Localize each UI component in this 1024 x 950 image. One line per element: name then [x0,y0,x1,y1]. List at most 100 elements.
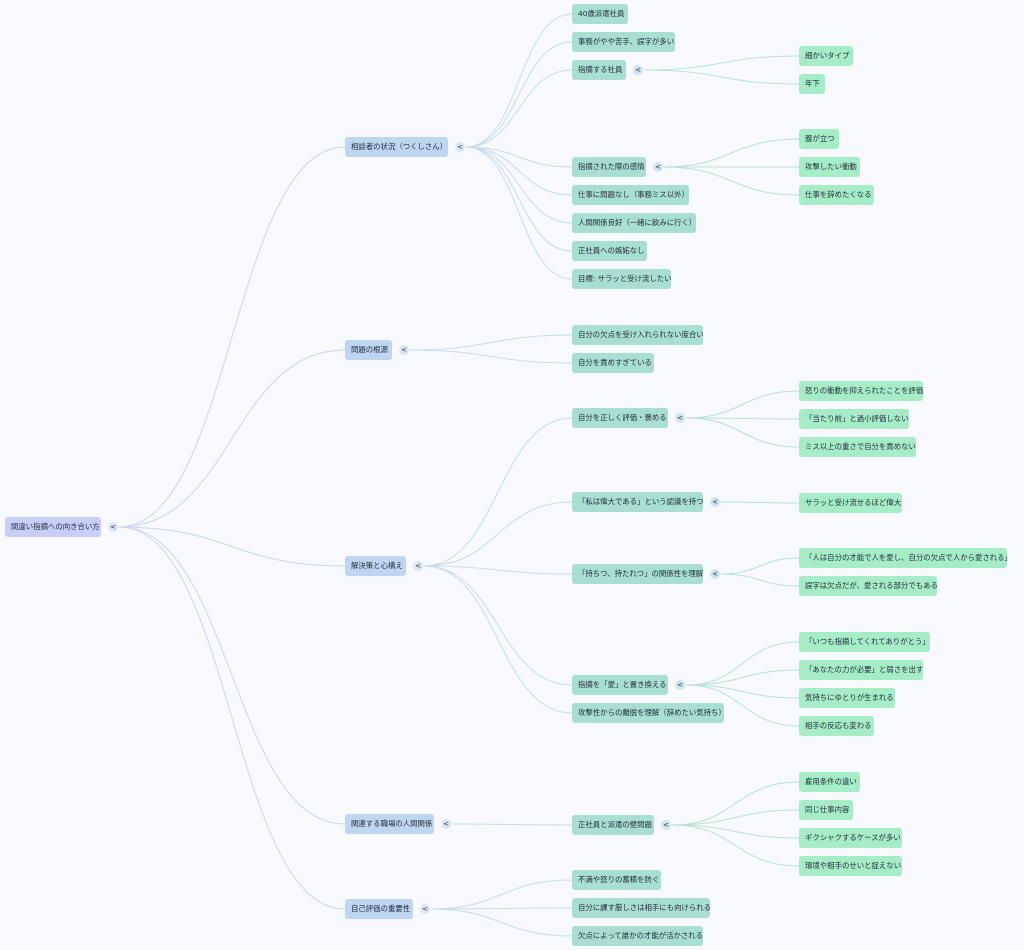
mindmap-node-4-1: 自分に課す厳しさは相手にも向けられる [572,898,711,918]
connector-3-0-to-3-0-0 [671,781,800,826]
mindmap-node-0-5: 人間関係良好（一緒に飲みに行く） [572,213,696,233]
collapse-toggle-root[interactable]: < [108,522,118,532]
mindmap-node-0-4: 仕事に問題なし（事務ミス以外） [572,185,689,205]
connector-0-to-0-7 [465,146,573,280]
connector-4-to-4-0 [430,879,573,910]
connector-2-0-to-2-0-0 [685,390,800,419]
mindmap-node-2-0-2: ミス以上の重さで自分を責めない [799,437,916,457]
connector-3-to-3-0 [451,823,573,826]
connector-root-to-3 [118,526,346,825]
mindmap-node-2-3: 指摘を「愛」と置き換える [572,675,668,695]
connector-2-3-to-2-3-0 [685,641,800,686]
connector-0-to-0-6 [465,146,573,252]
connector-2-to-2-4 [423,565,573,714]
connector-0-to-0-4 [465,146,573,196]
collapse-toggle-2[interactable]: < [413,561,423,571]
mindmap-root-node: 間違い指摘への向き合い方 [5,517,101,537]
mindmap-node-0-7: 目標: サラッと受け流したい [572,269,672,289]
connector-root-to-0 [118,146,346,528]
mindmap-node-3-0-0: 雇用条件の違い [799,772,860,792]
connector-4-to-4-2 [430,908,573,937]
mindmap-node-3: 関連する職場の人間関係 [345,814,434,834]
connector-0-2-to-0-2-1 [643,69,800,85]
connector-root-to-2 [118,526,346,567]
connector-2-to-2-1 [423,501,573,567]
mindmap-node-2-3-2: 気持ちにゆとりが生まれる [799,688,895,708]
connector-2-0-to-2-0-1 [685,417,800,420]
mindmap-node-0-3: 指摘された際の感情 [572,157,646,177]
mindmap-node-2-0: 自分を正しく評価・褒める [572,408,668,428]
collapse-toggle-2-3[interactable]: < [675,680,685,690]
mindmap-node-0-2: 指摘する社員 [572,60,626,80]
mindmap-node-2-2-0: 「人は自分の才能で人を愛し、自分の欠点で人から愛される」 [799,548,1012,568]
connector-2-to-2-0 [423,417,573,567]
connector-0-to-0-0 [465,13,573,148]
connector-0-3-to-0-3-0 [663,138,800,168]
mindmap-node-3-0-1: 同じ仕事内容 [799,800,853,820]
mindmap-node-0-0: 40歳派遣社員 [572,4,628,24]
connector-4-to-4-1 [430,907,573,910]
connector-2-3-to-2-3-2 [685,684,800,699]
connector-1-to-1-1 [409,349,573,364]
mindmap-node-2-2-1: 誤字は欠点だが、愛される部分でもある [799,576,938,596]
mindmap-node-0-3-1: 攻撃したい衝動 [799,157,860,177]
collapse-toggle-2-2[interactable]: < [710,569,720,579]
mindmap-node-0-2-1: 年下 [799,74,825,94]
mindmap-node-1-0: 自分の欠点を受け入れられない度合い [572,325,704,345]
connector-2-3-to-2-3-1 [685,669,800,686]
mindmap-node-2-4: 攻撃性からの離脱を理解（辞めたい気持ち） [572,703,726,723]
collapse-toggle-0-3[interactable]: < [653,162,663,172]
connector-2-1-to-2-1-0 [720,501,800,504]
collapse-toggle-2-1[interactable]: < [710,497,720,507]
mindmap-node-0-6: 正社員への嫉妬なし [572,241,647,261]
connector-3-0-to-3-0-1 [671,809,800,826]
connector-2-to-2-2 [423,565,573,575]
connector-0-2-to-0-2-0 [643,55,800,71]
connector-2-3-to-2-3-3 [685,684,800,727]
mindmap-node-4-2: 欠点によって誰かの才能が活かされる [572,926,703,946]
connector-3-0-to-3-0-3 [671,824,800,867]
connector-root-to-4 [118,526,346,910]
collapse-toggle-0-2[interactable]: < [633,65,643,75]
mindmap-node-2-3-1: 「あなたの力が必要」と弱さを出す [799,660,923,680]
connector-2-to-2-3 [423,565,573,686]
mindmap-node-2-1: 「私は偉大である」という認識を持つ [572,492,704,512]
mindmap-node-2-0-1: 「当たり前」と過小評価しない [799,409,909,429]
connector-0-to-0-1 [465,41,573,148]
mindmap-node-0: 相談者の状況（つくしさん） [345,137,448,157]
connector-root-to-1 [118,349,346,528]
mindmap-node-0-3-2: 仕事を辞めたくなる [799,185,874,205]
connector-3-0-to-3-0-2 [671,824,800,839]
mindmap-node-4-0: 不満や怒りの蓄積を防ぐ [572,870,661,890]
mindmap-node-0-2-0: 細かいタイプ [799,46,853,66]
mindmap-node-3-0-2: ギクシャクするケースが多い [799,828,902,848]
connector-0-to-0-3 [465,146,573,168]
mindmap-node-1-1: 自分を責めすぎている [572,353,654,373]
mindmap-node-0-1: 事務がやや苦手、誤字が多い [572,32,675,52]
mindmap-node-2: 解決策と心構え [345,556,406,576]
mindmap-node-2-1-0: サラッと受け流せるほど偉大 [799,493,902,513]
collapse-toggle-4[interactable]: < [420,904,430,914]
mindmap-node-1: 問題の根源 [345,340,392,360]
connector-0-3-to-0-3-2 [663,166,800,196]
mindmap-node-2-2: 「持ちつ、持たれつ」の関係性を理解 [572,564,703,584]
mindmap-node-3-0: 正社員と派遣の壁問題 [572,815,654,835]
connector-2-2-to-2-2-0 [720,557,800,575]
connector-1-to-1-0 [409,334,573,351]
mindmap-node-2-3-0: 「いつも指摘してくれてありがとう」 [799,632,930,652]
collapse-toggle-3[interactable]: < [441,819,451,829]
connector-2-2-to-2-2-1 [720,573,800,587]
mindmap-node-3-0-3: 環境や相手のせいと捉えない [799,856,902,876]
mindmap-node-2-0-0: 怒りの衝動を抑えられたことを評価 [799,381,923,401]
connector-2-0-to-2-0-2 [685,417,800,448]
connector-0-to-0-5 [465,146,573,224]
collapse-toggle-1[interactable]: < [399,345,409,355]
mindmap-node-0-3-0: 腹が立つ [799,129,839,149]
collapse-toggle-2-0[interactable]: < [675,413,685,423]
mindmap-node-2-3-3: 相手の反応も変わる [799,716,874,736]
collapse-toggle-0[interactable]: < [455,142,465,152]
mindmap-node-4: 自己評価の重要性 [345,899,413,919]
connector-0-to-0-2 [465,69,573,148]
collapse-toggle-3-0[interactable]: < [661,820,671,830]
